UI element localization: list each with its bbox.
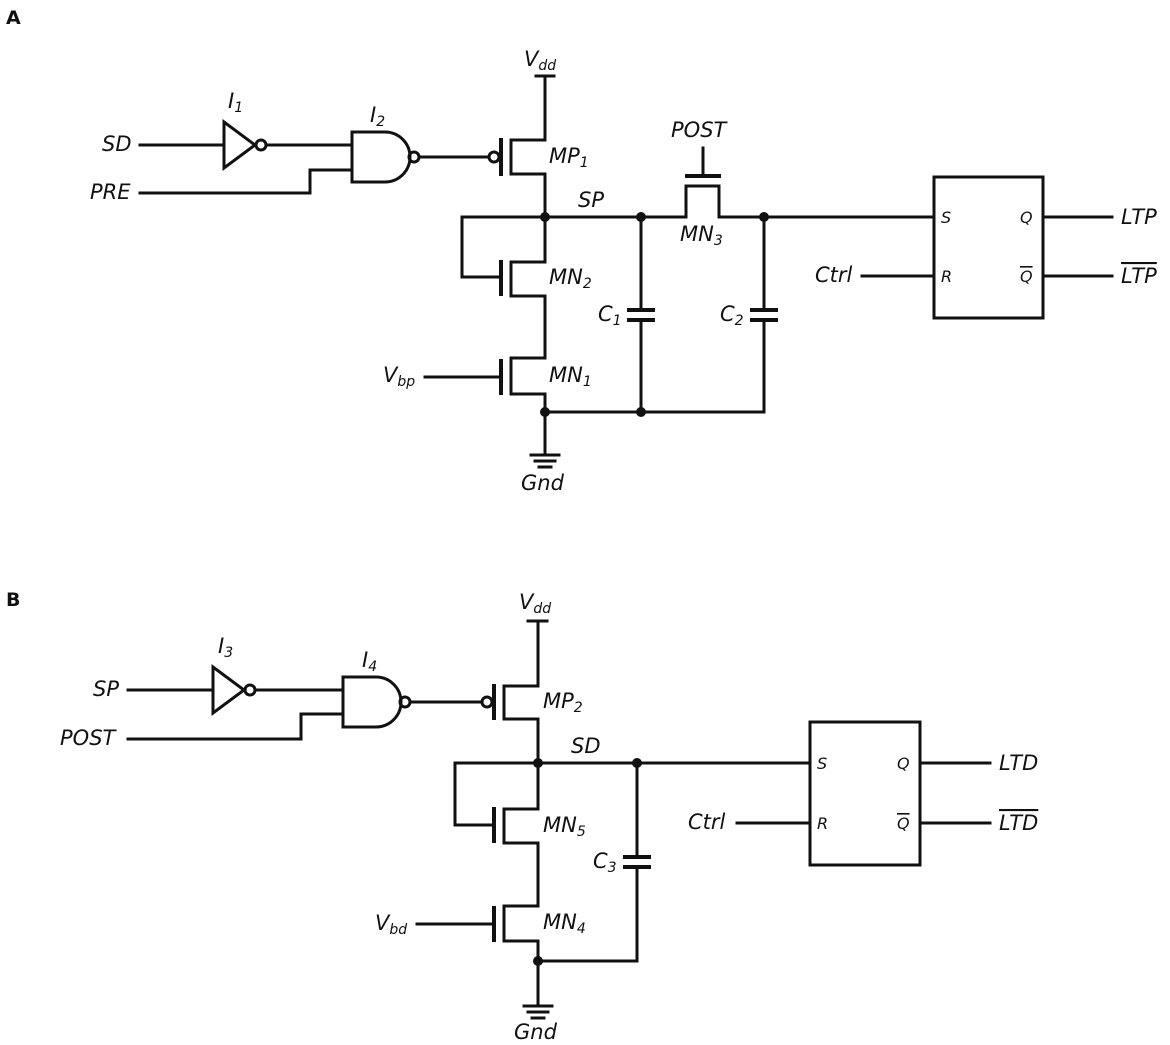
- b-ff-q-pin: Q: [897, 754, 910, 773]
- a-mn-diode-label: MN2: [549, 265, 592, 292]
- b-ff-qbar-pin: Q: [897, 814, 910, 833]
- a-diode-wire: [460, 215, 500, 279]
- a-outbar-label: LTP: [1121, 264, 1157, 288]
- a-post-label: POST: [671, 118, 729, 142]
- b-post-input-label: POST: [60, 726, 118, 750]
- a-inverter-i1: [222, 119, 258, 171]
- b-diode-wire: [453, 761, 493, 827]
- a-gnd-label: Gnd: [521, 471, 565, 495]
- a-ff-qbar-pin: Q: [1020, 267, 1033, 286]
- a-mn-pass-label: MN3: [680, 222, 723, 249]
- a-sr-flipflop: [932, 175, 1045, 320]
- b-mn-diode-channel: [502, 761, 540, 908]
- a-i2-label: I2: [370, 103, 385, 130]
- b-mn-bias-label: MN4: [543, 910, 586, 937]
- a-ff-q-pin: Q: [1020, 208, 1033, 227]
- a-c1-label: C1: [598, 302, 622, 329]
- b-ctrl-label: Ctrl: [688, 810, 726, 834]
- a-pre-input-label: PRE: [90, 180, 131, 204]
- b-out-label: LTD: [999, 751, 1038, 775]
- panel-b-tag: B: [6, 589, 20, 611]
- a-ff-r-pin: R: [941, 267, 952, 286]
- b-gnd-dot: [533, 956, 543, 966]
- a-i1-label: I1: [228, 89, 243, 116]
- a-out-label: LTP: [1121, 205, 1157, 229]
- a-pre-wire: [138, 168, 354, 195]
- b-bias-label: Vbd: [375, 911, 407, 938]
- b-ff-s-pin: S: [817, 754, 827, 773]
- b-mn-bias-channel: [502, 904, 540, 1005]
- a-mn-bias-label: MN1: [549, 363, 592, 390]
- b-mp-channel: [502, 684, 540, 765]
- a-ctrl-label: Ctrl: [815, 263, 853, 287]
- b-gnd-label: Gnd: [514, 1020, 558, 1044]
- panel-b: B Vdd I3 SP I4 POST MP2 SD MN5: [6, 589, 1038, 1044]
- b-mn-diode-label: MN5: [543, 813, 586, 840]
- b-inverter-i3: [211, 664, 247, 716]
- b-post-wire: [126, 712, 345, 741]
- panel-a: A Vdd I1 SD I2 PRE MP1 SP MN2: [6, 7, 1157, 495]
- a-mn-bias-channel: [509, 356, 547, 454]
- b-node-label: SD: [571, 734, 601, 758]
- a-nand-i2: [350, 130, 412, 184]
- b-mp-label: MP2: [543, 689, 583, 716]
- a-node-label: SP: [578, 188, 604, 212]
- a-mn-diode-channel: [509, 215, 547, 360]
- b-mp-gate-bubble: [480, 695, 494, 709]
- b-ff-r-pin: R: [817, 814, 828, 833]
- b-sr-flipflop: [808, 720, 922, 867]
- a-mp-channel: [509, 138, 547, 219]
- b-nand-i4: [341, 675, 403, 729]
- a-vdd-label: Vdd: [524, 47, 556, 74]
- a-gnd-dot: [540, 407, 550, 417]
- b-i4-label: I4: [362, 648, 377, 675]
- b-c3-label: C3: [593, 849, 617, 876]
- a-bias-label: Vbp: [383, 363, 415, 390]
- a-ff-s-pin: S: [941, 208, 951, 227]
- a-mp-gate-bubble: [487, 150, 501, 164]
- b-vdd-label: Vdd: [519, 590, 551, 617]
- panel-a-tag: A: [6, 7, 21, 29]
- b-outbar-label: LTD: [999, 811, 1038, 835]
- b-i3-label: I3: [218, 634, 233, 661]
- b-sp-input-label: SP: [93, 677, 119, 701]
- a-mn-pass-channel: [684, 184, 766, 219]
- a-sd-input-label: SD: [102, 132, 132, 156]
- a-c2-label: C2: [720, 302, 744, 329]
- a-mp-label: MP1: [549, 144, 589, 171]
